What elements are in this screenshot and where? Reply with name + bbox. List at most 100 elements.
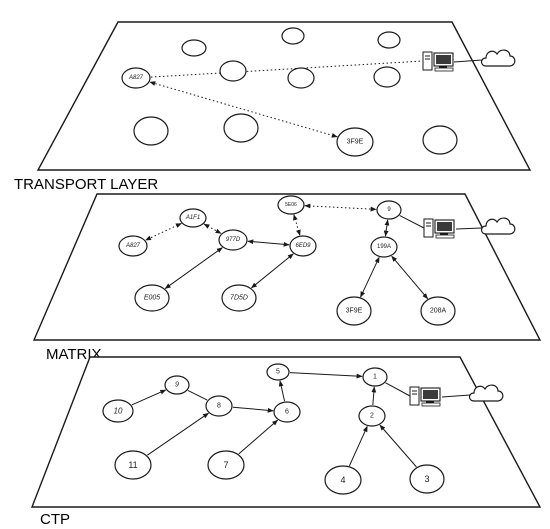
network-node: 7D5D (221, 284, 257, 312)
svg-text:208A: 208A (430, 308, 447, 315)
computer-cloud-link (441, 394, 471, 398)
desktop-computer-icon (409, 386, 441, 407)
svg-text:6: 6 (285, 409, 289, 416)
ctp-nodes: 5 1 9 10 8 6 2 11 7 4 3 (102, 363, 445, 495)
network-node: 4 (324, 465, 362, 495)
edge-t4-computer (150, 60, 424, 78)
network-node: 11 (114, 450, 152, 480)
network-node: 10 (102, 399, 134, 423)
edge-m6-m7 (383, 219, 390, 237)
transport-nodes: A827 3F9E (121, 27, 458, 157)
transport-layer-label: TRANSPORT LAYER (14, 176, 158, 193)
svg-text:9: 9 (387, 207, 391, 213)
svg-text:10: 10 (114, 407, 123, 416)
edge-c4-c2 (348, 425, 368, 467)
svg-text:1: 1 (373, 374, 377, 381)
network-node: 6 (273, 401, 301, 423)
network-node: 977D (218, 229, 248, 251)
edge-c8-c6 (232, 406, 274, 413)
network-node: A827 (118, 235, 148, 257)
edge-c11-c8 (147, 412, 209, 456)
computer-cloud-link (455, 227, 483, 230)
svg-text:199A: 199A (377, 244, 391, 250)
cloud-icon (480, 49, 516, 67)
network-node: 3F9E (336, 296, 372, 326)
edge-c7-c6 (238, 419, 279, 455)
edge-m3-m5 (247, 239, 290, 247)
matrix-nodes: A1F1 A827 977D 5E06 6ED9 9 199A E005 7D5… (118, 195, 456, 326)
network-node (219, 60, 247, 82)
svg-text:A827: A827 (128, 75, 144, 81)
svg-text:7D5D: 7D5D (230, 295, 248, 302)
network-node (181, 39, 207, 57)
network-node: A1F1 (179, 208, 207, 228)
ctp-edges (131, 372, 417, 468)
network-node: A827 (121, 67, 151, 89)
edge-c1-computer (385, 382, 411, 397)
svg-text:11: 11 (128, 460, 137, 470)
network-node (377, 31, 401, 49)
edge-m1-m3 (203, 223, 222, 234)
network-node (133, 116, 169, 146)
transport-layer-plane (36, 21, 532, 171)
matrix-layer-plane (32, 193, 542, 341)
network-node: 3F9E (336, 127, 374, 157)
ctp-layer-plane (30, 356, 542, 508)
svg-text:3F9E: 3F9E (347, 139, 364, 146)
network-node: 1 (362, 367, 388, 387)
svg-text:3: 3 (424, 474, 429, 484)
edge-c2-c1 (371, 386, 377, 406)
edge-c10-c9 (131, 389, 167, 406)
edge-c9-c8 (187, 389, 208, 401)
svg-text:E005: E005 (144, 295, 160, 302)
computer-cloud-link (453, 59, 483, 63)
edge-t10-t4 (149, 81, 338, 138)
svg-text:6ED9: 6ED9 (295, 243, 311, 249)
network-node: 7 (207, 450, 245, 480)
svg-text:7: 7 (223, 460, 228, 470)
matrix-layer-label: MATRIX (46, 346, 102, 363)
ctp-layer-label: CTP (40, 511, 70, 528)
network-node (373, 66, 401, 88)
edge-m1-m2 (145, 223, 182, 241)
ctp-layer: CTP 5 1 9 10 8 6 2 11 7 4 3 (30, 356, 542, 528)
network-node (281, 27, 305, 45)
svg-text:A827: A827 (125, 243, 141, 249)
edge-m7-m10 (360, 256, 380, 298)
svg-text:2: 2 (370, 413, 374, 420)
svg-text:4: 4 (340, 475, 345, 485)
transport-layer: TRANSPORT LAYER A827 3F9E (14, 21, 532, 193)
network-node (223, 113, 259, 143)
network-node: 9 (376, 200, 402, 220)
edge-m6-computer (399, 215, 425, 229)
network-node: 3 (409, 464, 445, 494)
svg-text:A1F1: A1F1 (185, 215, 200, 221)
svg-text:5: 5 (276, 369, 280, 376)
cloud-icon (480, 217, 516, 235)
edge-m5-m9 (250, 253, 294, 289)
edge-c6-c5 (278, 380, 286, 402)
matrix-layer: MATRIX A1F1 A827 977D 5E06 6ED9 9 199A E… (32, 193, 542, 363)
network-node: E005 (134, 284, 170, 312)
transport-edges (149, 60, 424, 138)
network-node: 2 (358, 405, 386, 427)
network-node: 6ED9 (289, 235, 317, 257)
network-node: 208A (420, 296, 456, 326)
network-node: 5 (266, 363, 290, 381)
network-node (287, 67, 315, 89)
edge-m7-m11 (391, 255, 429, 300)
network-node (422, 125, 458, 155)
cloud-icon (468, 384, 504, 402)
edge-m3-m8 (164, 247, 223, 289)
desktop-computer-icon (422, 51, 454, 72)
network-node: 8 (205, 395, 233, 417)
svg-text:977D: 977D (226, 237, 241, 243)
svg-text:9: 9 (175, 382, 179, 389)
matrix-edges (145, 203, 429, 300)
network-node: 5E06 (277, 195, 305, 215)
svg-text:5E06: 5E06 (285, 202, 297, 208)
edge-c3-c2 (379, 424, 417, 468)
network-node: 199A (370, 236, 398, 258)
edge-c5-c1 (289, 372, 363, 379)
